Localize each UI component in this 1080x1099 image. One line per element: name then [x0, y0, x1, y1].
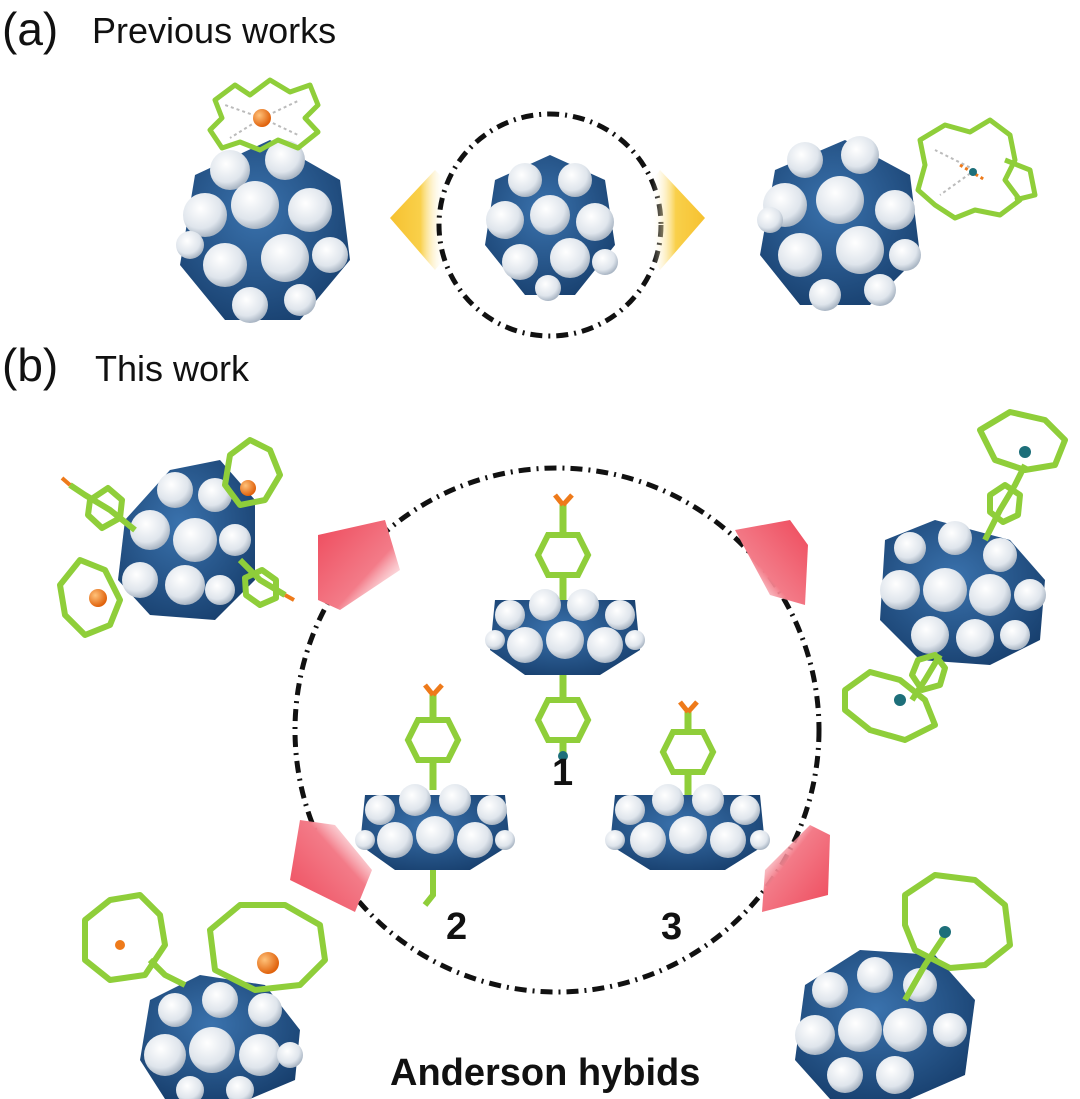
dashed-ring-b	[292, 465, 822, 995]
compound-2-label: 2	[446, 906, 468, 948]
arrow-b-top-left	[318, 520, 400, 610]
caption: Anderson hybids	[390, 1052, 701, 1094]
panel-b-title: This work	[95, 348, 250, 389]
crown-ether-a-right	[915, 117, 1038, 221]
compound-3	[605, 700, 770, 870]
cluster-a-right	[757, 136, 921, 311]
assembly-b-bottom-left	[82, 892, 328, 1099]
assembly-b-top-right	[842, 409, 1068, 743]
crown-ether-a-left	[207, 77, 321, 153]
compound-1-label: 1	[552, 752, 574, 794]
panel-a-title: Previous works	[92, 10, 337, 51]
compound-1	[485, 493, 645, 761]
panel-a-letter: (a)	[2, 3, 59, 55]
assembly-b-bottom-right	[795, 872, 1013, 1099]
compound-3-label: 3	[661, 906, 683, 948]
cluster-a-left	[176, 140, 350, 323]
arrow-b-bottom-left	[290, 820, 372, 912]
arrow-a-left	[390, 170, 445, 270]
cluster-a-center	[485, 155, 618, 301]
assembly-b-top-left	[57, 437, 295, 638]
panel-b-letter: (b)	[2, 339, 59, 391]
arrow-b-top-right	[735, 520, 808, 605]
compound-2	[355, 683, 515, 907]
arrow-b-bottom-right	[762, 825, 830, 912]
arrow-a-right	[652, 170, 705, 270]
